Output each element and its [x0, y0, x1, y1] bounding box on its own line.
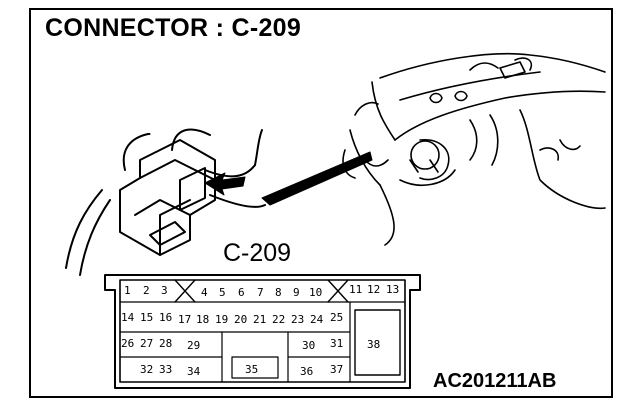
pin-12: 12	[367, 283, 381, 296]
pin-37: 37	[330, 363, 344, 376]
pin-18: 18	[196, 313, 210, 326]
pin-26: 26	[121, 337, 135, 350]
pin-16: 16	[159, 311, 173, 324]
dashboard-harness	[342, 52, 606, 246]
pin-10: 10	[309, 286, 323, 299]
pin-4: 4	[201, 286, 208, 299]
connector-label: C-209	[223, 239, 292, 267]
diagram-frame	[29, 8, 613, 398]
pin-32: 32	[140, 363, 154, 376]
pin-21: 21	[253, 313, 267, 326]
pin-29: 29	[187, 339, 201, 352]
connector-face	[104, 274, 421, 389]
pin-35: 35	[245, 363, 259, 376]
connector-closeup	[65, 128, 266, 276]
pin-33: 33	[159, 363, 173, 376]
pin-1: 1	[124, 284, 131, 297]
pin-9: 9	[293, 286, 300, 299]
pin-27: 27	[140, 337, 154, 350]
pin-36: 36	[300, 365, 314, 378]
pin-28: 28	[159, 337, 173, 350]
pin-23: 23	[291, 313, 305, 326]
pin-2: 2	[143, 284, 150, 297]
pin-31: 31	[330, 337, 344, 350]
pin-14: 14	[121, 311, 135, 324]
pin-13: 13	[386, 283, 400, 296]
pin-38: 38	[367, 338, 381, 351]
pin-19: 19	[215, 313, 229, 326]
pointer-arrow	[204, 151, 373, 206]
pin-3: 3	[161, 284, 168, 297]
pin-11: 11	[349, 283, 363, 296]
pin-25: 25	[330, 311, 344, 324]
pin-8: 8	[275, 286, 282, 299]
pin-7: 7	[257, 286, 264, 299]
pin-30: 30	[302, 339, 316, 352]
pin-34: 34	[187, 365, 201, 378]
pin-22: 22	[272, 313, 286, 326]
figure-id: AC201211AB	[433, 370, 557, 392]
pin-20: 20	[234, 313, 248, 326]
pin-6: 6	[238, 286, 245, 299]
pin-15: 15	[140, 311, 154, 324]
pin-5: 5	[219, 286, 226, 299]
page-title: CONNECTOR : C-209	[45, 14, 302, 42]
pin-24: 24	[310, 313, 324, 326]
pin-17: 17	[178, 313, 192, 326]
